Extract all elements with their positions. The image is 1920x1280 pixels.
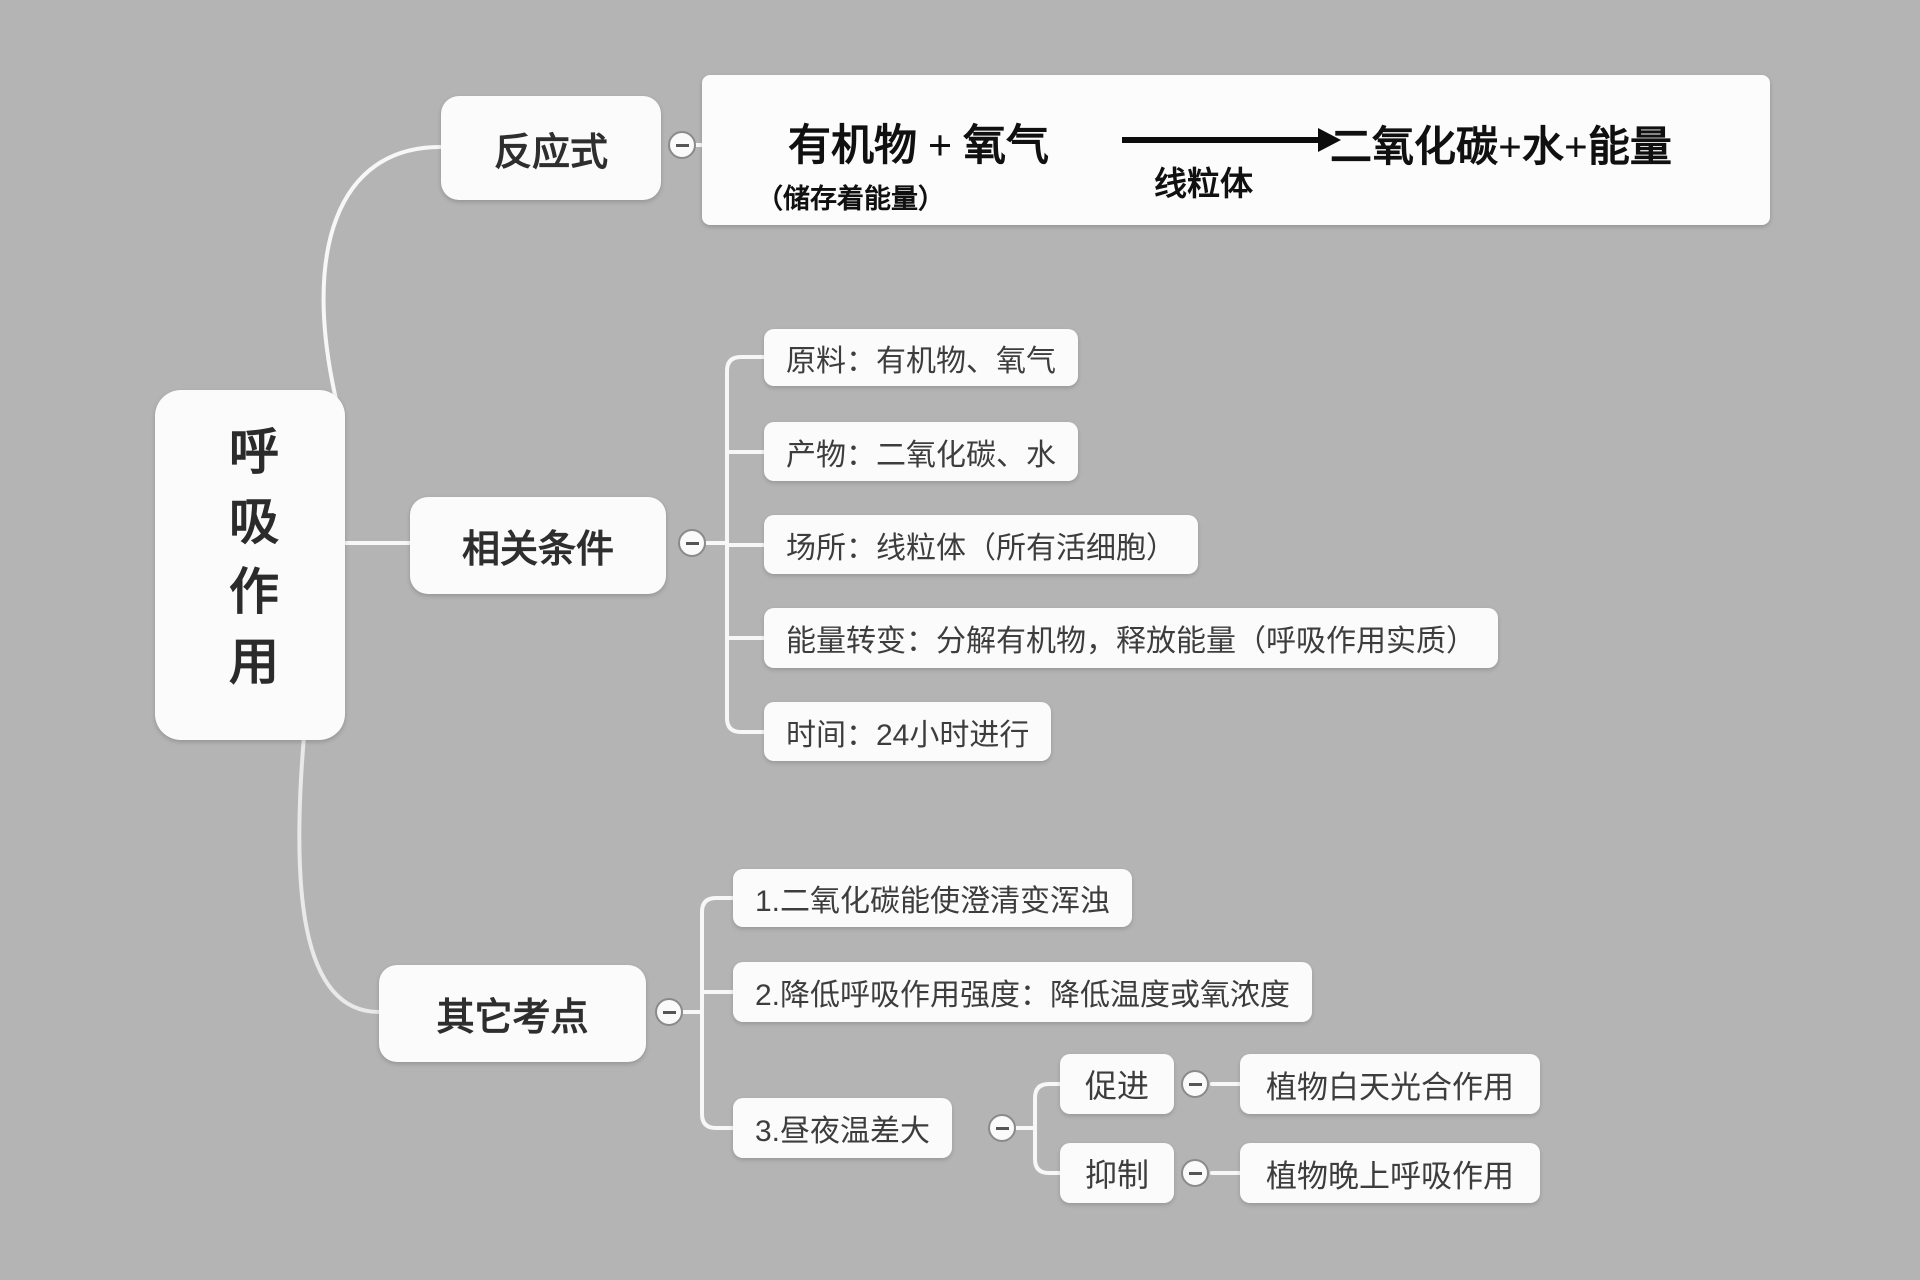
other-item-co2-limewater[interactable]: 1.二氧化碳能使澄清变浑浊 (733, 869, 1133, 927)
collapse-minus-icon[interactable] (668, 131, 696, 159)
target-node-daytime-photosynthesis[interactable]: 植物白天光合作用 (1240, 1054, 1540, 1114)
other-item-label: 1.二氧化碳能使澄清变浑浊 (755, 885, 1111, 918)
target-node-label: 植物白天光合作用 (1266, 1069, 1514, 1105)
branch-label: 其它考点 (436, 997, 589, 1039)
condition-item-products[interactable]: 产物：二氧化碳、水 (764, 422, 1078, 481)
condition-item-site[interactable]: 场所：线粒体（所有活细胞） (764, 515, 1198, 574)
target-node-night-respiration[interactable]: 植物晚上呼吸作用 (1240, 1143, 1540, 1203)
other-item-reduce-respiration[interactable]: 2.降低呼吸作用强度：降低温度或氧浓度 (733, 962, 1313, 1022)
collapse-minus-icon[interactable] (1181, 1070, 1209, 1098)
formula-reactants: 有机物 + 氧气 (788, 123, 1050, 170)
other-item-label: 2.降低呼吸作用强度：降低温度或氧浓度 (755, 979, 1291, 1012)
formula-catalyst-label: 线粒体 (1154, 167, 1253, 203)
branch-label: 相关条件 (461, 529, 614, 571)
other-item-label: 3.昼夜温差大 (755, 1115, 931, 1148)
connector-diurnal-trunk (1033, 1082, 1062, 1175)
collapse-minus-icon[interactable] (678, 529, 706, 557)
branch-node-other-points[interactable]: 其它考点 (379, 965, 646, 1062)
condition-item-label: 产物：二氧化碳、水 (786, 438, 1056, 472)
reaction-arrow-icon (1122, 128, 1341, 152)
condition-item-label: 原料：有机物、氧气 (786, 344, 1056, 378)
condition-item-raw-materials[interactable]: 原料：有机物、氧气 (764, 329, 1078, 386)
reaction-formula-node[interactable]: 有机物 + 氧气 （储存着能量） 线粒体 二氧化碳+水+能量 (702, 75, 1770, 225)
sub-node-inhibit[interactable]: 抑制 (1060, 1143, 1174, 1203)
target-node-label: 植物晚上呼吸作用 (1266, 1158, 1514, 1194)
condition-item-energy-change[interactable]: 能量转变：分解有机物，释放能量（呼吸作用实质） (764, 608, 1498, 668)
branch-node-reaction-equation[interactable]: 反应式 (441, 96, 661, 200)
collapse-minus-icon[interactable] (1181, 1159, 1209, 1187)
condition-item-label: 场所：线粒体（所有活细胞） (786, 531, 1176, 565)
sub-node-label: 抑制 (1084, 1157, 1149, 1193)
condition-item-time[interactable]: 时间：24小时进行 (764, 702, 1052, 761)
connector-root-other (297, 734, 381, 1014)
collapse-minus-icon[interactable] (655, 998, 683, 1026)
sub-node-promote[interactable]: 促进 (1060, 1054, 1174, 1114)
branch-label: 反应式 (493, 131, 608, 174)
condition-item-label: 能量转变：分解有机物，释放能量（呼吸作用实质） (786, 625, 1476, 658)
condition-item-label: 时间：24小时进行 (786, 718, 1030, 752)
other-item-diurnal-temperature[interactable]: 3.昼夜温差大 (733, 1098, 953, 1158)
root-node-respiration[interactable]: 呼吸作用 (155, 390, 345, 740)
collapse-minus-icon[interactable] (988, 1114, 1016, 1142)
connector-root-reaction (321, 145, 442, 410)
formula-products: 二氧化碳+水+能量 (1330, 125, 1672, 171)
formula-reactant-note: （储存着能量） (756, 184, 945, 214)
sub-node-label: 促进 (1084, 1068, 1149, 1104)
branch-node-conditions[interactable]: 相关条件 (410, 497, 666, 594)
connector-other-trunk (700, 896, 735, 1130)
root-node-label: 呼吸作用 (222, 425, 278, 705)
